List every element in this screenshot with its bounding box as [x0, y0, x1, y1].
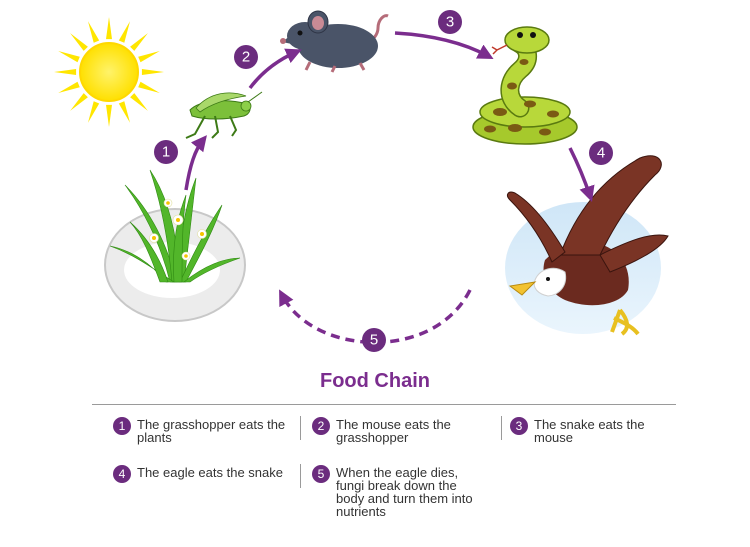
step-badge-2: 2 [234, 45, 258, 69]
sun-ray [138, 51, 160, 63]
step-badge-4: 4 [589, 141, 613, 165]
sun-ray [106, 17, 112, 40]
step-badge-1: 1 [154, 140, 178, 164]
legend-number: 2 [312, 417, 330, 435]
legend-text: The eagle eats the snake [137, 465, 283, 480]
sun-ray [130, 93, 148, 111]
svg-text:2: 2 [242, 49, 250, 66]
step-badge-5: 5 [362, 328, 386, 352]
sun-ray [106, 104, 112, 127]
snake-icon [472, 26, 578, 145]
mouse-icon [280, 10, 389, 73]
svg-text:4: 4 [597, 145, 605, 162]
legend-text: The mouse eats the grasshopper [336, 417, 451, 445]
svg-text:5: 5 [370, 332, 378, 349]
sun-ray [88, 21, 100, 43]
legend-number: 1 [113, 417, 131, 435]
legend-item-4: 4 The eagle eats the snake [113, 465, 303, 483]
legend-item-3: 3 The snake eats the mouse [510, 417, 670, 445]
arrow-2 [248, 48, 302, 90]
sun-ray [118, 101, 130, 123]
sun-icon [54, 17, 164, 127]
sun-ray [58, 81, 80, 93]
legend-item-5: 5 When the eagle dies, fungi break down … [312, 465, 487, 519]
divider [92, 404, 676, 405]
step-badge-3: 3 [438, 10, 462, 34]
sun-ray [58, 51, 80, 63]
arrow-3 [394, 31, 494, 59]
diagram-title: Food Chain [320, 370, 430, 392]
grass-icon [104, 169, 246, 322]
legend-separator [501, 416, 502, 440]
legend-number: 5 [312, 465, 330, 483]
legend-number: 4 [113, 465, 131, 483]
arrow-4 [568, 147, 595, 202]
arrow-1 [184, 135, 207, 191]
sun-ray [130, 33, 148, 51]
sun-ray [138, 81, 160, 93]
sun-ray [70, 93, 88, 111]
legend-separator [300, 416, 301, 440]
grasshopper-icon [185, 91, 263, 139]
eagle-icon [505, 155, 669, 336]
legend-item-1: 1 The grasshopper eats the plants [113, 417, 293, 445]
sun-ray [118, 21, 130, 43]
sun-ray [141, 69, 164, 75]
sun-ray [70, 33, 88, 51]
sun-ray [54, 69, 77, 75]
legend-item-2: 2 The mouse eats the grasshopper [312, 417, 482, 445]
legend-separator [300, 464, 301, 488]
legend-text: The grasshopper eats the plants [137, 417, 286, 445]
sun-ray [88, 101, 100, 123]
legend-text: When the eagle dies, fungi break down th… [336, 465, 473, 519]
legend-text: The snake eats the mouse [534, 417, 645, 445]
svg-text:1: 1 [162, 144, 170, 161]
svg-text:3: 3 [446, 14, 454, 31]
legend-number: 3 [510, 417, 528, 435]
